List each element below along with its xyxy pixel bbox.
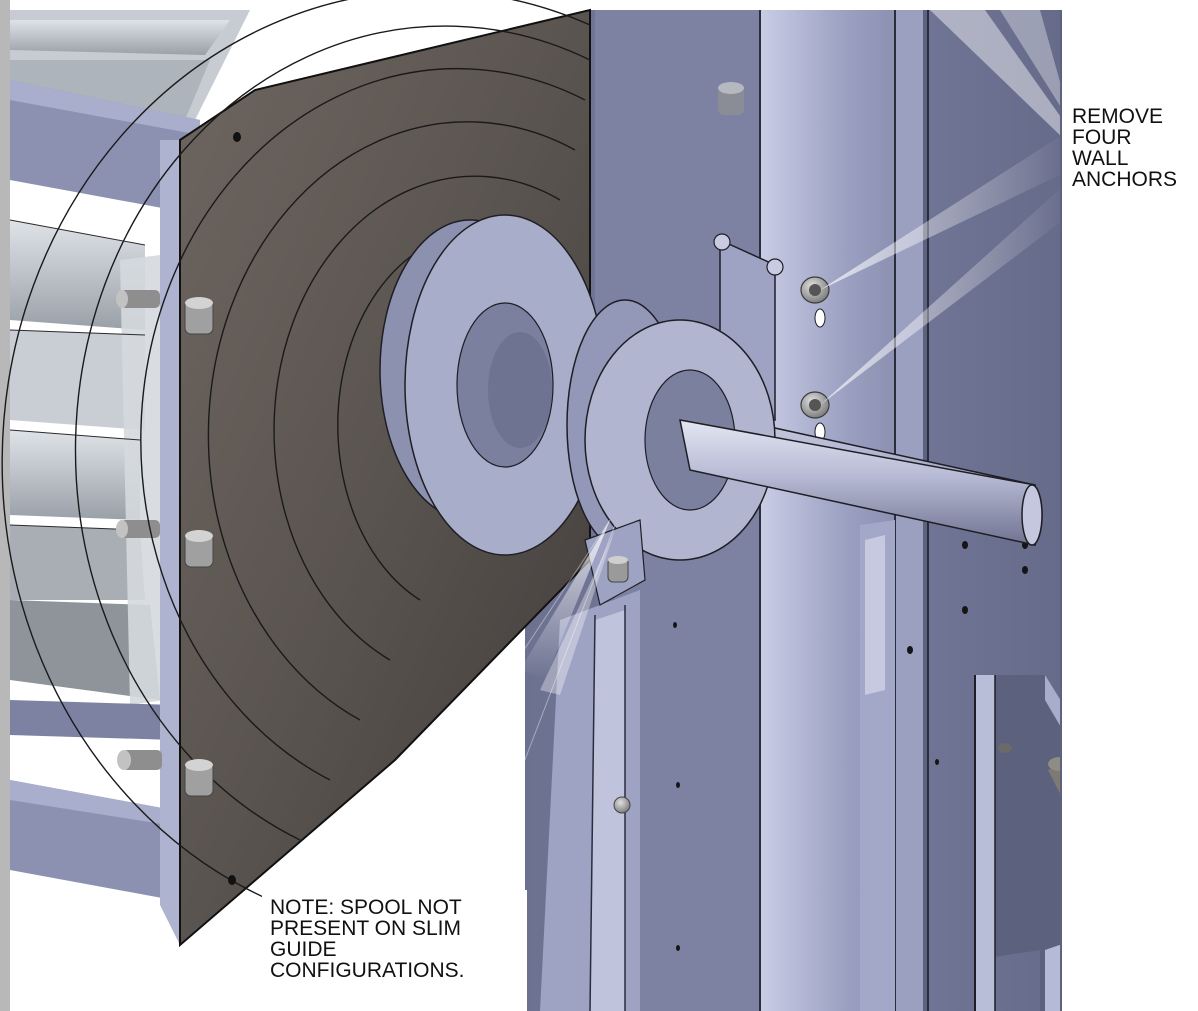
wall-anchor-upper: [800, 276, 830, 328]
callout-line: WALL: [1072, 147, 1129, 170]
callout-spool-note: NOTE: SPOOL NOT PRESENT ON SLIM GUIDE CO…: [270, 897, 464, 981]
frame-side-plate: [160, 140, 180, 945]
rail-screw: [613, 796, 631, 814]
callout-line: GUIDE: [270, 938, 337, 961]
bracket-screw: [998, 743, 1012, 753]
channel-holes: [673, 541, 1028, 951]
endplate-holes: [228, 132, 241, 885]
slat-roll: [9, 10, 250, 705]
callout-line: ANCHORS: [1072, 168, 1178, 191]
side-studs: [116, 290, 162, 770]
callout-line: CONFIGURATIONS.: [270, 959, 465, 982]
callout-beams-spool: [364, 519, 616, 891]
note-backing: [262, 890, 527, 1011]
wall-bolt-top: [718, 82, 744, 115]
anchors-backing: [1062, 10, 1198, 1011]
callout-line: REMOVE: [1072, 105, 1164, 128]
spool-rear: [379, 214, 606, 556]
endplate-bolts: [184, 297, 214, 797]
callout-beams-anchors: [820, 10, 1151, 405]
wall-anchor-lower: [800, 391, 830, 442]
frame-rail-middle: [10, 700, 175, 740]
callout-line: NOTE: SPOOL NOT: [270, 896, 462, 919]
callout-line: PRESENT ON SLIM: [270, 917, 461, 940]
callout-remove-wall-anchors: REMOVE FOUR WALL ANCHORS: [1072, 106, 1177, 190]
left-border: [0, 0, 10, 1011]
callout-line: FOUR: [1072, 126, 1132, 149]
